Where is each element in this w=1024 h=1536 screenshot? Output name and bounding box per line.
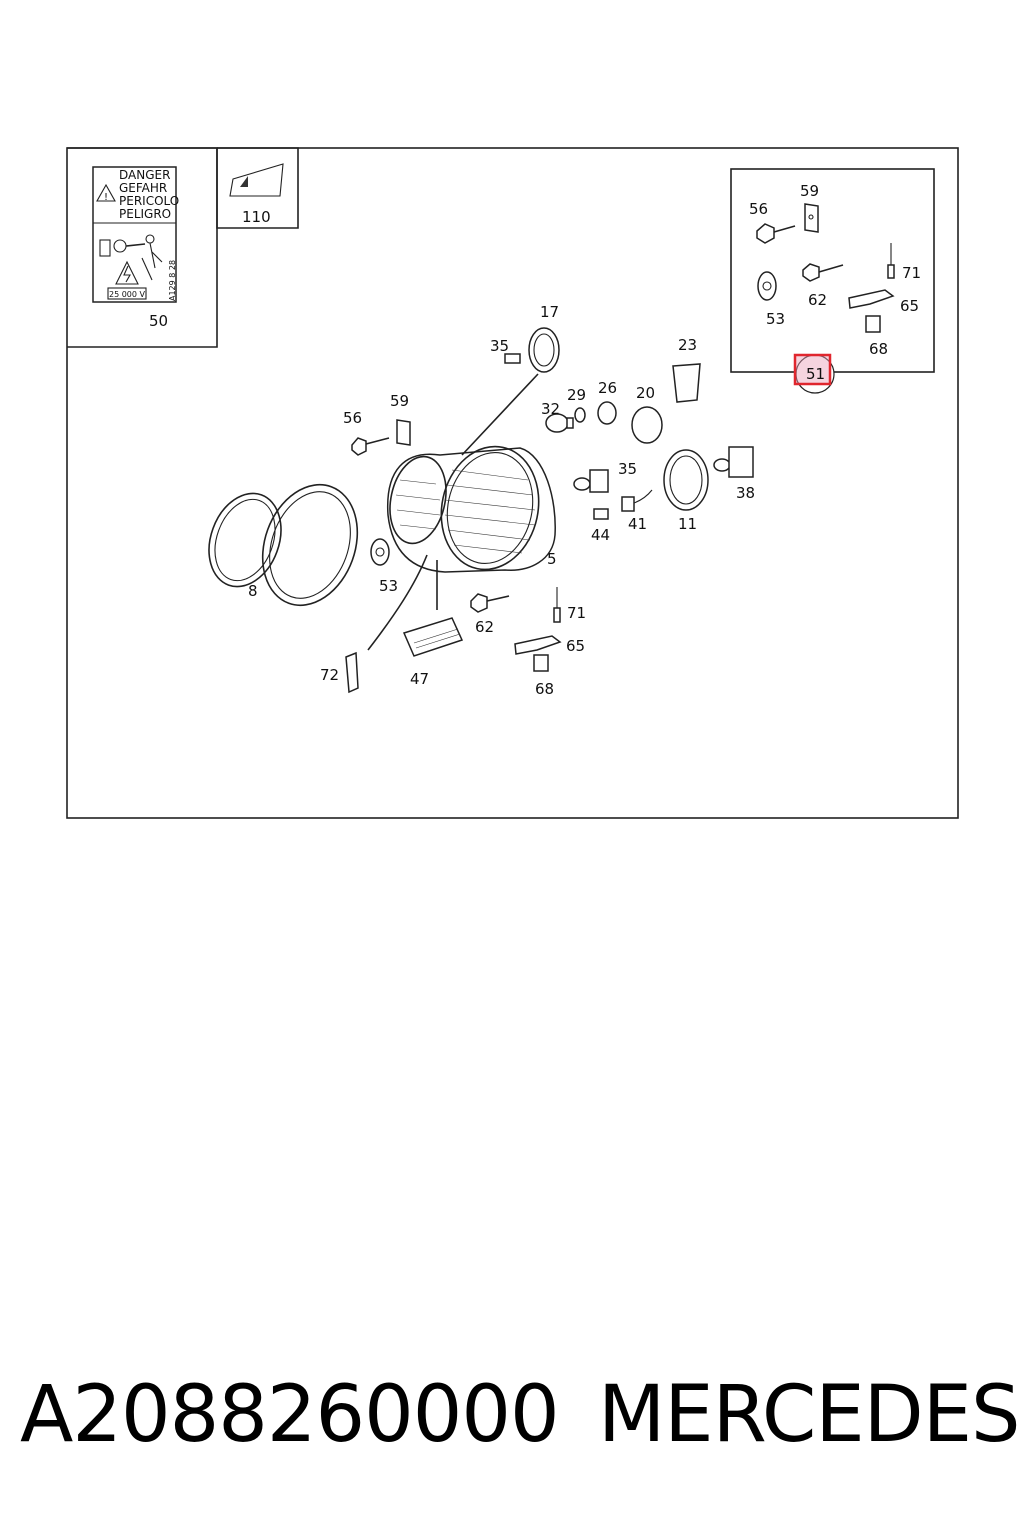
part-62-screw	[470, 593, 510, 613]
callout-44: 44	[591, 526, 610, 544]
part-32-bulb	[545, 413, 574, 433]
warning-line-4: PELIGRO	[119, 207, 171, 221]
part-35b-bulb	[573, 469, 609, 493]
callout-72: 72	[320, 666, 339, 684]
callout-35a: 35	[490, 337, 509, 355]
part-number: A2088260000	[20, 1370, 560, 1460]
callout-51: 51	[806, 365, 825, 383]
label-box-110	[216, 147, 299, 229]
part-68-nut	[533, 654, 549, 672]
label-box-50	[67, 147, 218, 348]
callout-29: 29	[567, 386, 586, 404]
part-65-bracket	[514, 635, 562, 655]
callout-53: 53	[379, 577, 398, 595]
part-72-bracket	[345, 651, 359, 694]
part-26-socket	[597, 401, 617, 425]
caption-bar: A2088260000 MERCEDES	[0, 1370, 1024, 1480]
callout-68: 68	[535, 680, 554, 698]
callout-17: 17	[540, 303, 559, 321]
callout-8: 8	[248, 582, 258, 600]
callout-35b: 35	[618, 460, 637, 478]
warning-line-3: PERICOLO	[119, 194, 179, 208]
inset-callout-56: 56	[749, 200, 768, 218]
part-59-clip	[396, 419, 411, 446]
callout-26: 26	[598, 379, 617, 397]
part-47-module	[402, 617, 464, 657]
inset-callout-62: 62	[808, 291, 827, 309]
inset-callout-65: 65	[900, 297, 919, 315]
inset-callout-53: 53	[766, 310, 785, 328]
callout-71: 71	[567, 604, 586, 622]
warning-line-2: GEFAHR	[119, 181, 167, 195]
warning-side-code: A129 8 28	[168, 260, 177, 301]
callout-5: 5	[547, 550, 557, 568]
part-23-cover	[672, 363, 701, 403]
part-71-pin	[553, 587, 561, 623]
warning-label: ! DANGER GEFAHR PERICOLO PELIGRO 25 000 …	[92, 166, 179, 303]
headlamp-housing	[386, 445, 556, 573]
callout-11: 11	[678, 515, 697, 533]
part-35-bulb	[504, 353, 521, 364]
part-56-screw	[351, 437, 390, 456]
part-17-ring	[528, 327, 560, 373]
bezel-ring	[208, 483, 359, 607]
callout-38: 38	[736, 484, 755, 502]
callout-50: 50	[149, 312, 168, 330]
callout-20: 20	[636, 384, 655, 402]
part-38-bulb	[713, 446, 754, 478]
callout-59: 59	[390, 392, 409, 410]
part-53-washer	[370, 538, 390, 566]
diagram-frame	[66, 147, 959, 819]
high-voltage-icon	[115, 260, 139, 285]
callout-32: 32	[541, 400, 560, 418]
callout-47: 47	[410, 670, 429, 688]
callout-56: 56	[343, 409, 362, 427]
highlight-51[interactable]: 51	[793, 353, 835, 394]
part-20-cap	[631, 406, 663, 444]
callout-23: 23	[678, 336, 697, 354]
inset-callout-59: 59	[800, 182, 819, 200]
callout-110: 110	[242, 208, 271, 226]
callout-41: 41	[628, 515, 647, 533]
callout-65: 65	[566, 637, 585, 655]
lens-label	[229, 163, 284, 197]
svg-text:!: !	[104, 192, 108, 203]
part-41-socket	[621, 489, 653, 512]
arrow-from-17	[461, 373, 539, 456]
part-44-bulb	[593, 508, 609, 520]
part-29-seal	[574, 407, 586, 423]
warning-voltage: 25 000 V	[109, 290, 146, 299]
callout-62: 62	[475, 618, 494, 636]
warning-line-1: DANGER	[119, 168, 170, 182]
inset-callout-71: 71	[902, 264, 921, 282]
repair-kit-parts	[756, 203, 895, 333]
inset-callout-68: 68	[869, 340, 888, 358]
highlight-box	[793, 353, 832, 386]
brand-name: MERCEDES	[598, 1370, 1020, 1460]
part-11-ring	[663, 449, 709, 511]
